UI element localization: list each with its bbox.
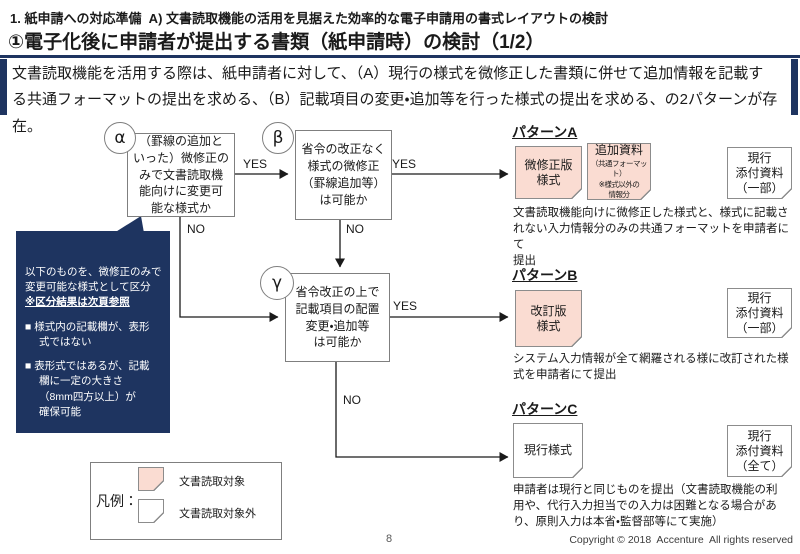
page-title: ①電子化後に申請者が提出する書類（紙申請時）の検討（1/2） xyxy=(8,32,545,53)
node-beta-letter: β xyxy=(272,128,284,148)
callout-bullet-2: ■ 表形式ではあるが、記載 欄に一定の大きさ （8mm四方以上）が 確保可能 xyxy=(25,360,150,418)
node-alpha-circle: α xyxy=(104,122,136,154)
label-no-beta: NO xyxy=(346,222,364,236)
document-note-sublabel: （共通フォーマット） ※様式以外の 情報分 xyxy=(591,159,648,199)
decision-box-gamma: 省令改正の上で 記載項目の配置 変更・追加等 は可能か xyxy=(285,273,390,362)
title-divider xyxy=(0,55,800,58)
legend-item-ocr-not-target: 文書読取対象外 xyxy=(179,508,256,520)
document-note-label: 追加資料 xyxy=(594,143,643,158)
folded-corner-icon xyxy=(781,188,792,199)
document-note-revised-form: 微修正版 様式 xyxy=(515,146,582,199)
node-gamma-letter: γ xyxy=(271,273,283,293)
folded-corner-icon xyxy=(781,466,792,477)
label-no-gamma: NO xyxy=(343,393,361,407)
copyright-text: Copyright © 2018 Accenture All rights re… xyxy=(569,534,793,546)
decision-box-alpha: （罫線の追加と いった）微修正の みで文書読取機 能向けに変更可 能な様式か xyxy=(127,133,235,217)
legend-white-note-icon xyxy=(138,499,164,523)
slide-kicker: 1. 紙申請への対応準備 A) 文書読取機能の活用を見据えた効率的な電子申請用の… xyxy=(10,11,609,26)
decision-box-beta: 省令の改正なく 様式の微修正 （罫線追加等） は可能か xyxy=(295,130,392,220)
node-beta-circle: β xyxy=(262,122,294,154)
folded-corner-icon xyxy=(571,188,582,199)
pattern-c-description: 申請者は現行と同じものを提出（文書読取機能の利 用や、代行入力担当での入力は困難… xyxy=(513,484,778,528)
pattern-c-heading: パターンC xyxy=(512,401,578,417)
label-no-alpha: NO xyxy=(187,222,205,236)
document-note-label: 現行様式 xyxy=(523,443,572,457)
folded-corner-icon xyxy=(153,512,164,523)
document-note-label: 現行 添付資料 （全て） xyxy=(735,428,784,473)
label-yes-gamma: YES xyxy=(393,299,418,313)
legend-pink-note-icon xyxy=(138,467,164,491)
document-note-current-attachments-a: 現行 添付資料 （一部） xyxy=(727,147,792,199)
node-gamma-circle: γ xyxy=(260,266,294,300)
label-yes-beta: YES xyxy=(392,157,417,171)
folded-corner-icon xyxy=(153,480,164,491)
document-note-additional-material: 追加資料 （共通フォーマット） ※様式以外の 情報分 xyxy=(587,143,651,200)
pattern-a-description: 文書読取機能向けに微修正した様式と、様式に記載さ れない入力情報分のみの共通フォ… xyxy=(513,207,789,267)
folded-corner-icon xyxy=(572,467,583,478)
document-note-current-form: 現行様式 xyxy=(513,423,583,478)
node-alpha-letter: α xyxy=(114,128,126,148)
folded-corner-icon xyxy=(571,336,582,347)
document-note-label: 現行 添付資料 （一部） xyxy=(735,290,784,335)
pattern-a-heading: パターンA xyxy=(512,124,578,140)
legend-box xyxy=(90,462,282,540)
classification-callout: 以下のものを、微修正のみで 変更可能な様式として区分 ※区分結果は次頁参照 ■ … xyxy=(16,231,170,433)
lead-left-bar xyxy=(0,59,7,115)
legend-item-ocr-target: 文書読取対象 xyxy=(179,476,245,488)
lead-right-bar xyxy=(791,59,798,115)
label-yes-alpha: YES xyxy=(243,157,268,171)
document-note-amended-form: 改訂版 様式 xyxy=(515,290,582,347)
document-note-label: 改訂版 様式 xyxy=(530,303,567,333)
pattern-b-heading: パターンB xyxy=(512,267,578,283)
document-note-current-attachments-c: 現行 添付資料 （全て） xyxy=(727,425,792,477)
document-note-label: 微修正版 様式 xyxy=(524,157,573,187)
document-note-current-attachments-b: 現行 添付資料 （一部） xyxy=(727,288,792,338)
callout-intro: 以下のものを、微修正のみで 変更可能な様式として区分 xyxy=(25,266,162,294)
folded-corner-icon xyxy=(781,327,792,338)
document-note-label: 現行 添付資料 （一部） xyxy=(735,150,784,195)
lead-paragraph: 文書読取機能を活用する際は、紙申請者に対して、（A）現行の様式を微修正した書類に… xyxy=(12,65,778,135)
pattern-b-description: システム入力情報が全て網羅される様に改訂された様 式を申請者にて提出 xyxy=(513,353,789,381)
legend-label: 凡例： xyxy=(96,493,138,509)
callout-bullet-1: ■ 様式内の記載欄が、表形 式ではない xyxy=(25,320,150,348)
folded-corner-icon xyxy=(640,189,651,200)
callout-note: ※区分結果は次頁参照 xyxy=(25,296,130,309)
page-number: 8 xyxy=(386,533,393,545)
